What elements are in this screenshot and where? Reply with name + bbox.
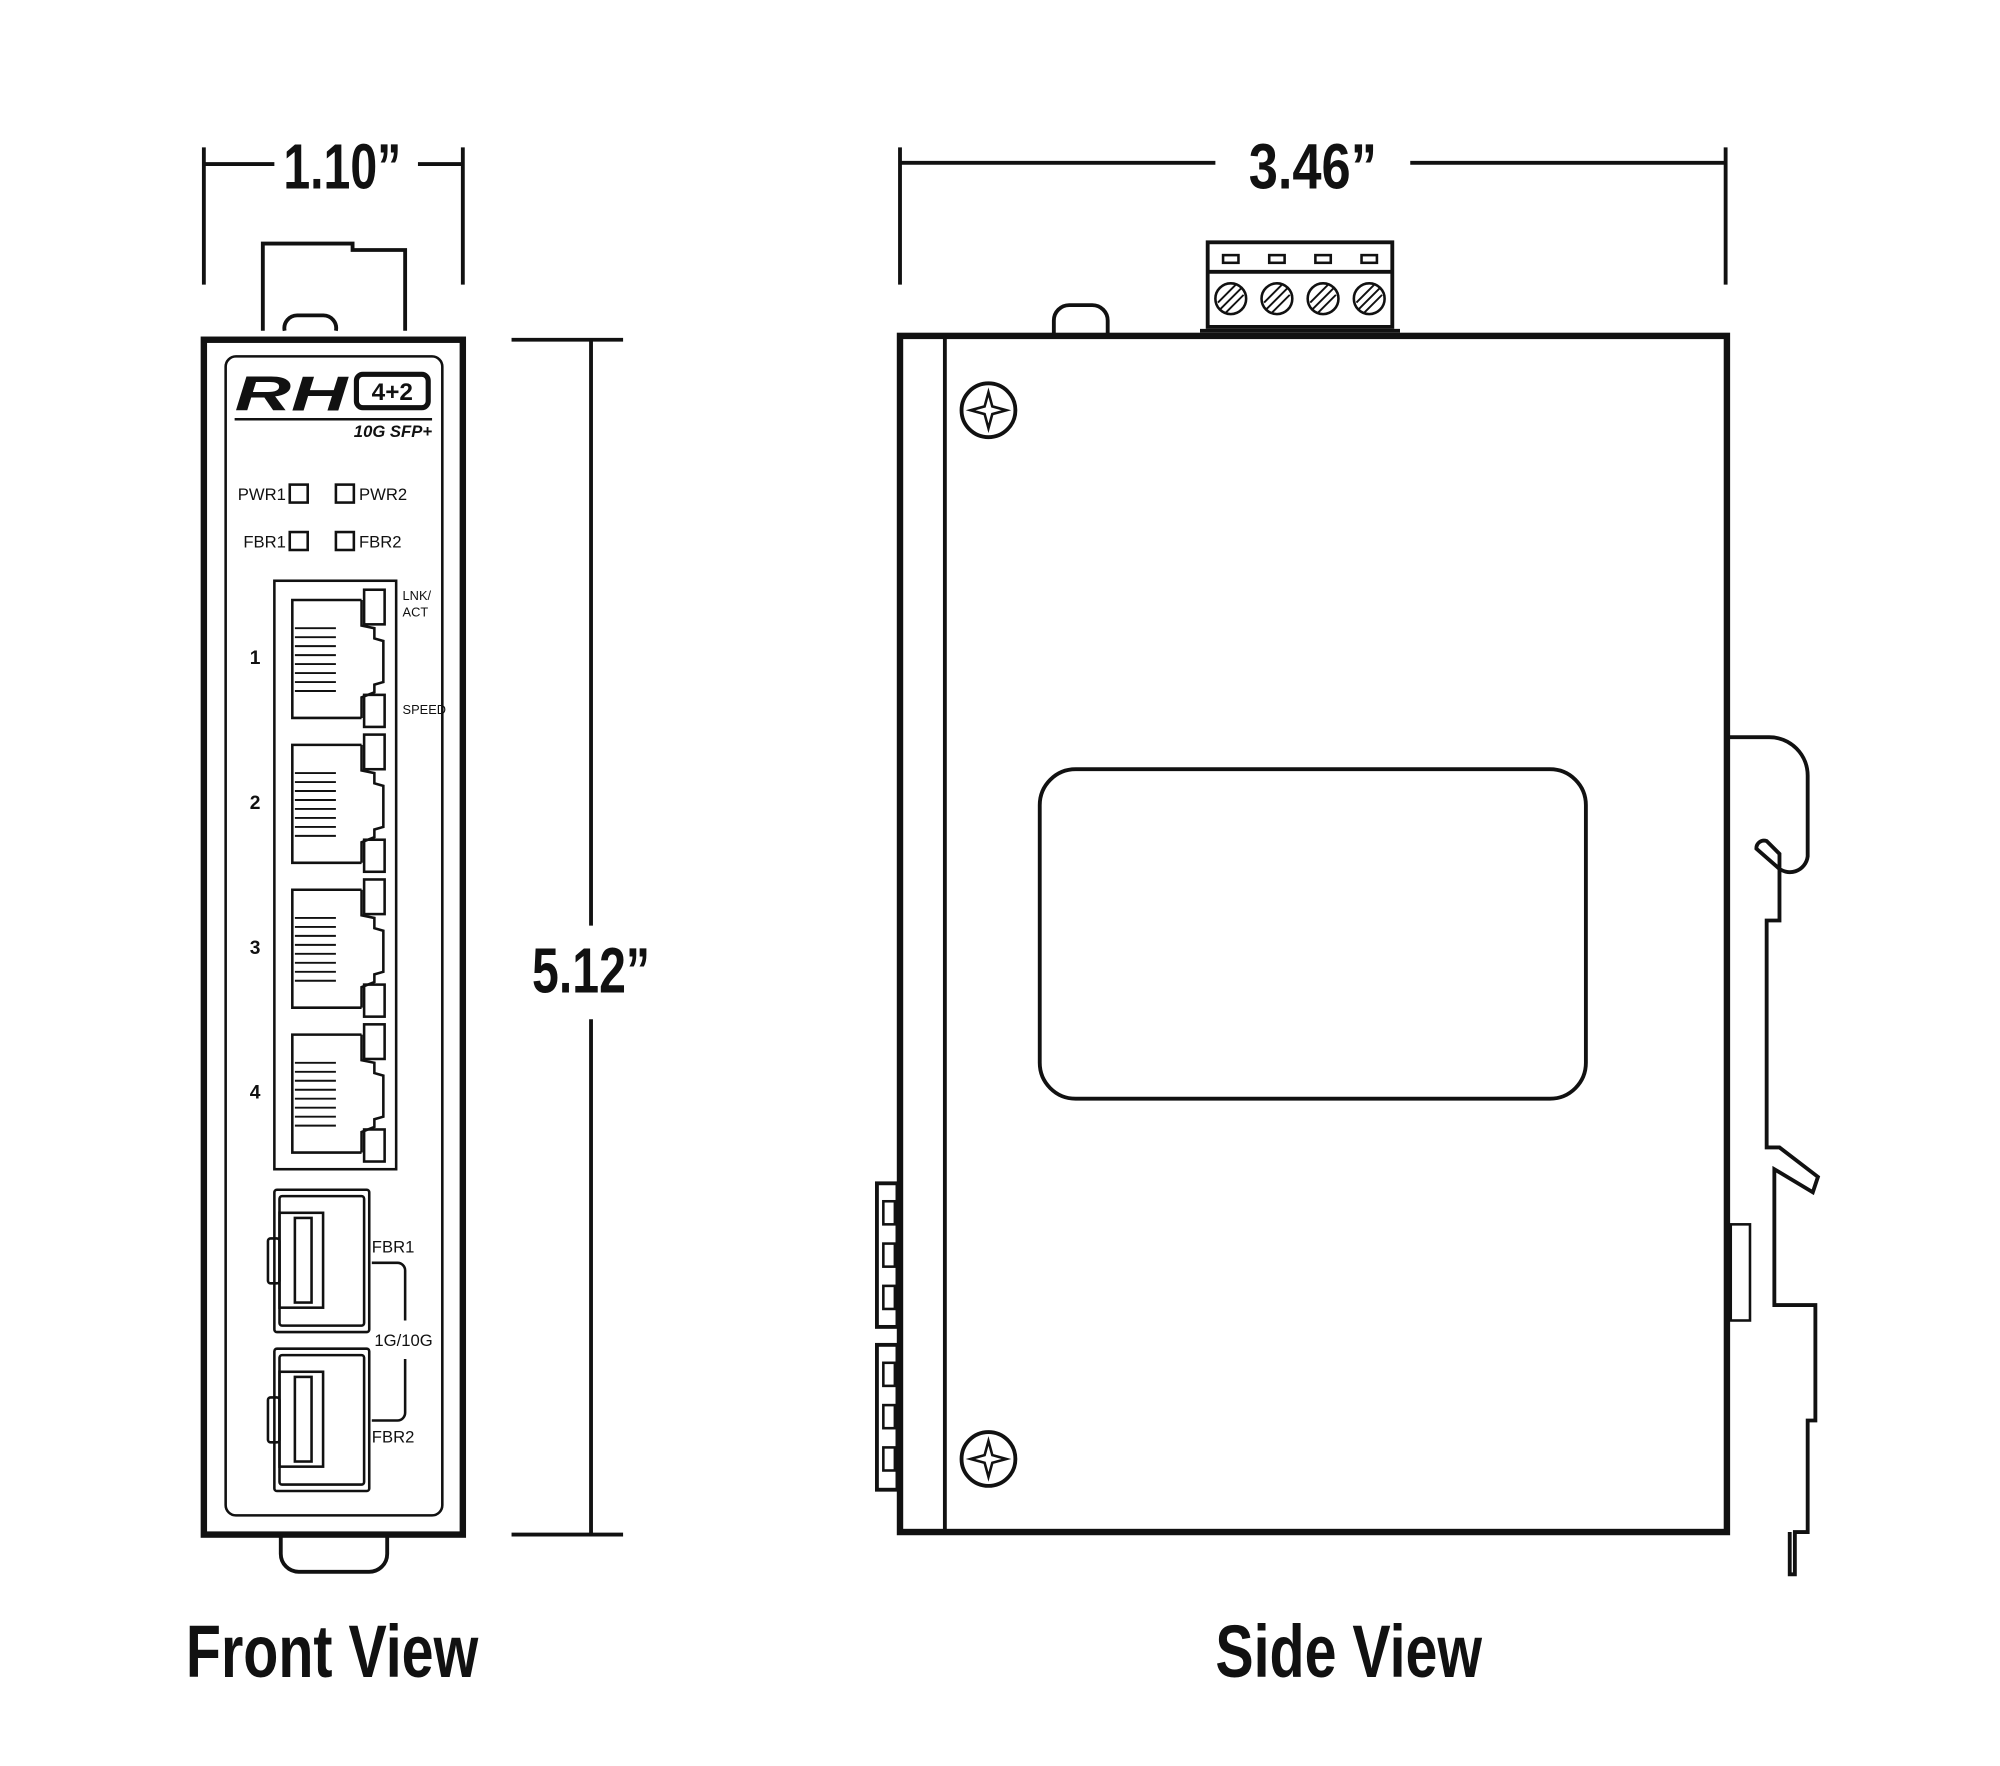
led-label-pwr1: PWR1 bbox=[238, 485, 286, 504]
terminal-block bbox=[1199, 240, 1400, 333]
led-label-pwr2: PWR2 bbox=[359, 485, 407, 504]
label-area bbox=[1037, 767, 1588, 1101]
width-front-label: 1.10” bbox=[283, 130, 401, 202]
sfp-port-2 bbox=[266, 1347, 371, 1493]
lnk-led bbox=[362, 588, 386, 626]
sfp-port-1 bbox=[266, 1188, 371, 1334]
act-label: ACT bbox=[403, 605, 429, 620]
front-view: 1.10” 5.12” RH 4+2 10G SFP+ PWR1 PWR2 FB… bbox=[186, 130, 650, 1692]
rj45-port-1: 1 bbox=[250, 588, 386, 729]
terminal-screw bbox=[1306, 253, 1340, 316]
logo-subtitle: 10G SFP+ bbox=[354, 422, 433, 441]
led-fbr1 bbox=[288, 530, 309, 552]
height-label: 5.12” bbox=[532, 934, 650, 1006]
port-number: 4 bbox=[250, 1083, 261, 1104]
port-number: 1 bbox=[250, 648, 261, 669]
led-label-fbr1: FBR1 bbox=[243, 532, 286, 551]
screw-bottom bbox=[959, 1430, 1018, 1488]
top-bump bbox=[1051, 303, 1110, 334]
front-housing bbox=[200, 336, 467, 1538]
terminal-screw bbox=[1260, 253, 1294, 316]
front-view-title: Front View bbox=[186, 1610, 478, 1693]
lnk-led bbox=[362, 878, 386, 916]
speed-led bbox=[362, 693, 386, 729]
side-view: 3.46” Side View bbox=[875, 130, 1821, 1693]
terminal-screw bbox=[1214, 253, 1248, 316]
speed-led bbox=[362, 1128, 386, 1163]
width-dimension-front: 1.10” bbox=[201, 130, 465, 285]
side-connectors bbox=[875, 1181, 900, 1492]
rj45-port-3: 3 bbox=[250, 878, 386, 1018]
brand-logo: RH bbox=[235, 367, 349, 421]
led-label-fbr2: FBR2 bbox=[359, 532, 402, 551]
top-clip bbox=[260, 241, 408, 332]
sfp-label-fbr1: FBR1 bbox=[372, 1238, 415, 1257]
width-side-label: 3.46” bbox=[1249, 130, 1377, 202]
model-badge: 4+2 bbox=[372, 379, 413, 406]
lnk-label: LNK/ bbox=[403, 588, 432, 603]
speed-label: SPEED bbox=[403, 702, 446, 717]
lnk-led bbox=[362, 1023, 386, 1061]
sfp-speed-label: 1G/10G bbox=[374, 1331, 432, 1350]
port-number: 3 bbox=[250, 938, 261, 959]
terminal-screw bbox=[1352, 253, 1386, 316]
lnk-led bbox=[362, 733, 386, 771]
bottom-tab bbox=[278, 1535, 390, 1574]
din-rail-clip bbox=[1728, 735, 1821, 1577]
side-housing bbox=[896, 332, 1731, 1536]
width-dimension-side: 3.46” bbox=[898, 130, 1728, 285]
port-number: 2 bbox=[250, 793, 261, 814]
front-panel bbox=[224, 355, 444, 1517]
rj45-port-4: 4 bbox=[250, 1023, 386, 1163]
speed-led bbox=[362, 838, 386, 874]
rj45-port-2: 2 bbox=[250, 733, 386, 874]
rj45-block bbox=[273, 579, 398, 1171]
status-leds: PWR1 PWR2 FBR1 FBR2 bbox=[238, 483, 407, 552]
height-dimension: 5.12” bbox=[511, 337, 650, 1537]
led-pwr1 bbox=[288, 483, 309, 504]
screw-top bbox=[959, 381, 1018, 440]
led-pwr2 bbox=[334, 483, 356, 504]
sfp-ports: FBR1 1G/10G FBR2 bbox=[266, 1188, 433, 1493]
speed-led bbox=[362, 983, 386, 1018]
led-fbr2 bbox=[334, 530, 356, 552]
sfp-label-fbr2: FBR2 bbox=[372, 1427, 415, 1446]
side-view-title: Side View bbox=[1215, 1610, 1482, 1693]
logo: RH 4+2 10G SFP+ bbox=[235, 367, 433, 441]
